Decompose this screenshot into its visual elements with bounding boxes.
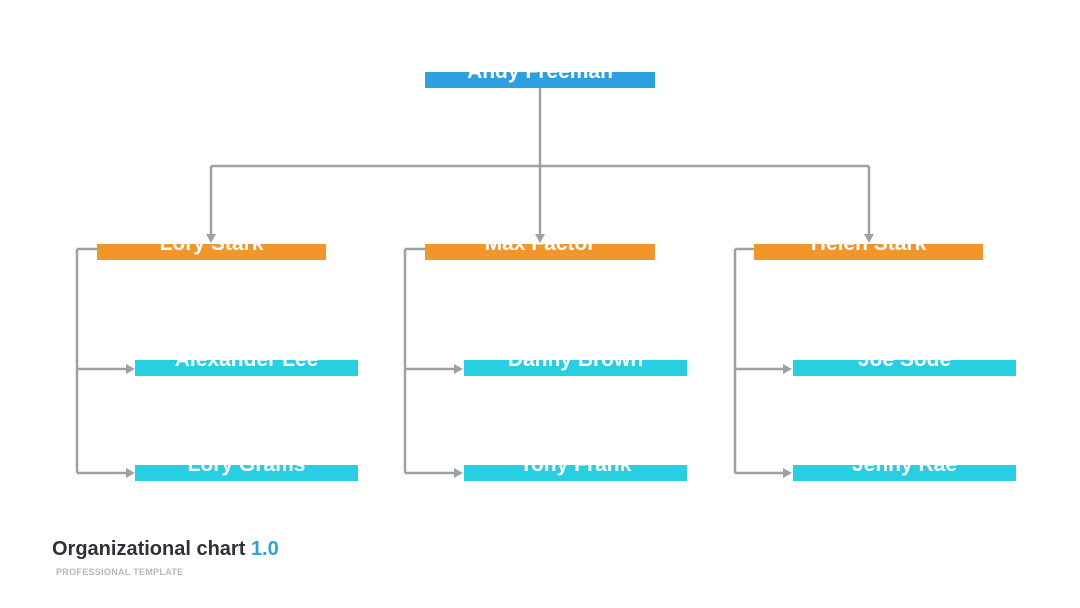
manager-name: Helen Stark [754,244,983,254]
staff-node[interactable]: Joe Sode [793,360,1016,376]
chart-subtitle: PROFESSIONAL TEMPLATE [56,567,184,577]
staff-name: Alexander Lee [135,360,358,370]
arrow-head [454,468,463,478]
manager-node-3[interactable]: Helen Stark [754,244,983,260]
arrow-head [783,468,792,478]
staff-name: Jenny Rae [793,465,1016,475]
staff-node[interactable]: Alexander Lee [135,360,358,376]
arrow-head [783,364,792,374]
staff-node[interactable]: Danny Brown [464,360,687,376]
manager-node-2[interactable]: Max Factor [425,244,655,260]
arrow-head [864,234,874,243]
manager-name: Lory Stark [97,244,326,254]
staff-node[interactable]: Tony Frank [464,465,687,481]
title-text: Organizational chart [52,538,246,560]
staff-node[interactable]: Lory Grams [135,465,358,481]
staff-name: Danny Brown [464,360,687,370]
version-number: 1.0 [250,538,279,560]
chart-title: Organizational chart 1.0 [52,538,279,561]
staff-name: Joe Sode [793,360,1016,370]
manager-name: Max Factor [425,244,655,254]
arrow-head [126,468,135,478]
root-name: Andy Freeman [425,72,655,82]
staff-name: Tony Frank [464,465,687,475]
root-node[interactable]: Andy Freeman [425,72,655,88]
staff-name: Lory Grams [135,465,358,475]
arrow-head [206,234,216,243]
staff-node[interactable]: Jenny Rae [793,465,1016,481]
arrow-head [454,364,463,374]
manager-node-1[interactable]: Lory Stark [97,244,326,260]
arrow-head [535,234,545,243]
arrow-head [126,364,135,374]
